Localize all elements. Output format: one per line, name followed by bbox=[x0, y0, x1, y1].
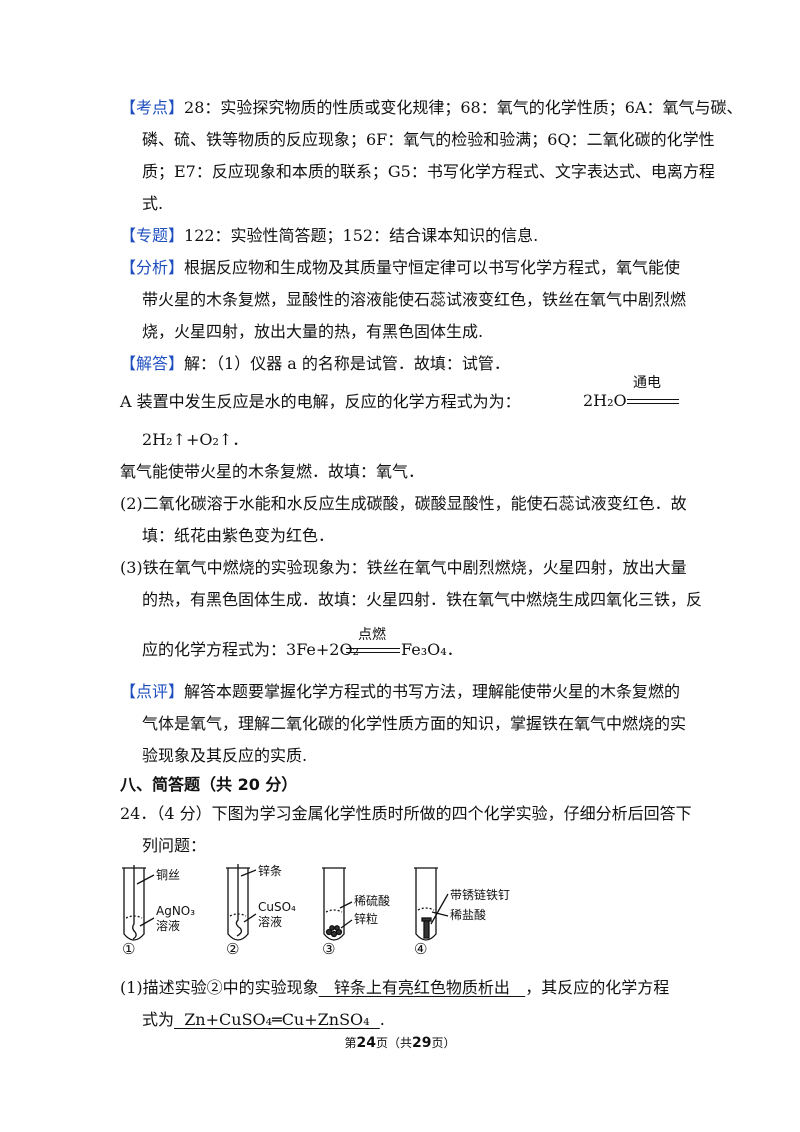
dianping-text-1: 解答本题要掌握化学方程式的书写方法，理解能使带火星的木条复燃的 bbox=[184, 682, 681, 701]
jieda-line-3: 氧气能使带火星的木条复燃．故填：氧气． bbox=[120, 462, 425, 481]
tube-2-label-bottom-1: CuSO₄ bbox=[258, 900, 296, 914]
test-tube-1 bbox=[122, 865, 155, 941]
jieda-line-5: 填：纸花由紫色变为红色． bbox=[142, 526, 335, 545]
section-title: 八、简答题（共 20 分） bbox=[120, 775, 298, 794]
tube-3-label-bottom-1: 锌粒 bbox=[354, 912, 379, 926]
fenxi-tag: 【分析】 bbox=[120, 258, 185, 277]
equation-1-left: 2H₂O bbox=[583, 391, 627, 410]
dianping-line-2: 气体是氧气，理解二氧化碳的化学性质方面的知识，掌握铁在氧气中燃烧的实 bbox=[142, 714, 687, 733]
tube-3-number: ③ bbox=[322, 940, 336, 958]
equation-1-equals bbox=[627, 399, 679, 404]
jieda-line-8: 应的化学方程式为：3Fe+2O₂ bbox=[142, 639, 359, 661]
q24-line-1: 24．（4 分）下图为学习金属化学性质时所做的四个化学实验，仔细分析后回答下 bbox=[120, 804, 692, 823]
fenxi-line-2: 带火星的木条复燃，显酸性的溶液能使石蕊试液变红色，铁丝在氧气中剧烈燃 bbox=[142, 290, 687, 309]
zhuanti-tag: 【专题】 bbox=[120, 226, 185, 245]
dianping-tag: 【点评】 bbox=[120, 682, 185, 701]
equation-1-condition: 通电 bbox=[633, 375, 661, 391]
zhuanti-line: 【专题】122：实验性简答题；152：结合课本知识的信息. bbox=[120, 225, 538, 247]
equation-1-right: 2H₂↑+O₂↑． bbox=[142, 430, 249, 449]
q24-line-2: 列问题： bbox=[142, 836, 207, 855]
kaodian-text-1: 28：实验探究物质的性质或变化规律；68：氧气的化学性质；6A：氧气与碳、 bbox=[184, 98, 743, 117]
fenxi-text-1: 根据反应物和生成物及其质量守恒定律可以书写化学方程式，氧气能使 bbox=[184, 258, 681, 277]
footer-mid: 页（共 bbox=[375, 1036, 412, 1050]
q24-sub1-line-1: (1)描述实验②中的实验现象 锌条上有亮红色物质析出 ，其反应的化学方程 bbox=[120, 977, 669, 999]
equation-2-left: 3Fe+2O₂ bbox=[286, 640, 360, 659]
jieda-line-6: (3)铁在氧气中燃烧的实验现象为：铁丝在氧气中剧烈燃烧，火星四射，放出大量 bbox=[120, 558, 687, 577]
experiment-figure: 铜丝 AgNO₃ 溶液 ① 锌条 CuSO₄ 溶液 ② 稀硫酸 锌粒 ③ 带锈链… bbox=[118, 862, 518, 962]
zhuanti-text: 122：实验性简答题；152：结合课本知识的信息. bbox=[184, 226, 539, 245]
footer-page-number: 24 bbox=[356, 1035, 376, 1051]
tube-1-label-bottom-1: AgNO₃ bbox=[156, 904, 196, 918]
kaodian-line-3: 质；E7：反应现象和本质的联系；G5：书写化学方程式、文字表达式、电离方程 bbox=[142, 162, 715, 181]
jieda-line-4: (2)二氧化碳溶于水能和水反应生成碳酸，碳酸显酸性，能使石蕊试液变红色．故 bbox=[120, 494, 687, 513]
equation-2-right: Fe₃O₄． bbox=[401, 640, 463, 659]
footer-total-pages: 29 bbox=[412, 1035, 432, 1051]
jieda-line-1: 【解答】解：（1）仪器 a 的名称是试管．故填：试管． bbox=[120, 353, 510, 375]
equation-2-equals bbox=[346, 648, 400, 653]
q24-sub1-answer-2: Zn+CuSO₄═Cu+ZnSO₄ bbox=[174, 1010, 380, 1029]
equation-2-condition: 点燃 bbox=[358, 627, 386, 643]
kaodian-line-2: 磷、硫、铁等物质的反应现象；6F：氧气的检验和验满；6Q：二氧化碳的化学性 bbox=[142, 130, 715, 149]
footer-suffix: 页） bbox=[431, 1036, 456, 1050]
q24-sub1-mid: ，其反应的化学方程 bbox=[525, 978, 670, 997]
jieda-tag: 【解答】 bbox=[120, 354, 185, 373]
test-tube-2 bbox=[226, 864, 257, 941]
fenxi-line-1: 【分析】根据反应物和生成物及其质量守恒定律可以书写化学方程式，氧气能使 bbox=[120, 257, 680, 279]
test-tubes-illustration bbox=[122, 864, 449, 941]
tube-3-label-top: 稀硫酸 bbox=[354, 894, 391, 908]
test-tube-3 bbox=[322, 867, 353, 941]
jieda-text-1: 解：（1）仪器 a 的名称是试管．故填：试管． bbox=[184, 354, 510, 373]
tube-4-number: ④ bbox=[414, 940, 428, 958]
kaodian-line-4: 式. bbox=[142, 194, 164, 213]
q24-sub1-line-2: 式为 Zn+CuSO₄═Cu+ZnSO₄ . bbox=[142, 1009, 385, 1031]
q24-sub1-answer: 锌条上有亮红色物质析出 bbox=[318, 978, 526, 997]
tube-4-label-top: 带锈链铁钉 bbox=[450, 888, 511, 902]
jieda-text-8: 应的化学方程式为： bbox=[142, 640, 287, 659]
fenxi-line-3: 烧，火星四射，放出大量的热，有黑色固体生成. bbox=[142, 322, 484, 341]
tube-1-number: ① bbox=[122, 940, 136, 958]
test-tube-4 bbox=[414, 867, 449, 941]
q24-sub1-prefix: (1)描述实验②中的实验现象 bbox=[120, 978, 319, 997]
tube-2-number: ② bbox=[226, 940, 240, 958]
jieda-line-7: 的热，有黑色固体生成．故填：火星四射．铁在氧气中燃烧生成四氧化三铁，反 bbox=[142, 590, 703, 609]
jieda-line-2: A 装置中发生反应是水的电解，反应的化学方程式为为： bbox=[120, 392, 521, 411]
kaodian-line-1: 【考点】28：实验探究物质的性质或变化规律；68：氧气的化学性质；6A：氧气与碳… bbox=[120, 97, 742, 119]
dianping-line-1: 【点评】解答本题要掌握化学方程式的书写方法，理解能使带火星的木条复燃的 bbox=[120, 681, 680, 703]
q24-sub1-end: . bbox=[379, 1010, 385, 1029]
tube-2-label-top: 锌条 bbox=[258, 864, 283, 878]
dianping-line-3: 验现象及其反应的实质. bbox=[142, 746, 308, 765]
tube-2-label-bottom-2: 溶液 bbox=[258, 915, 283, 929]
kaodian-tag: 【考点】 bbox=[120, 98, 185, 117]
tube-1-label-bottom-2: 溶液 bbox=[156, 919, 181, 933]
q24-sub1-prefix-2: 式为 bbox=[142, 1010, 175, 1029]
footer-prefix: 第 bbox=[344, 1036, 357, 1050]
page-footer: 第24页（共29页） bbox=[0, 1034, 800, 1051]
tube-1-label-top: 铜丝 bbox=[156, 868, 181, 882]
tube-4-label-bottom-1: 稀盐酸 bbox=[450, 908, 487, 922]
